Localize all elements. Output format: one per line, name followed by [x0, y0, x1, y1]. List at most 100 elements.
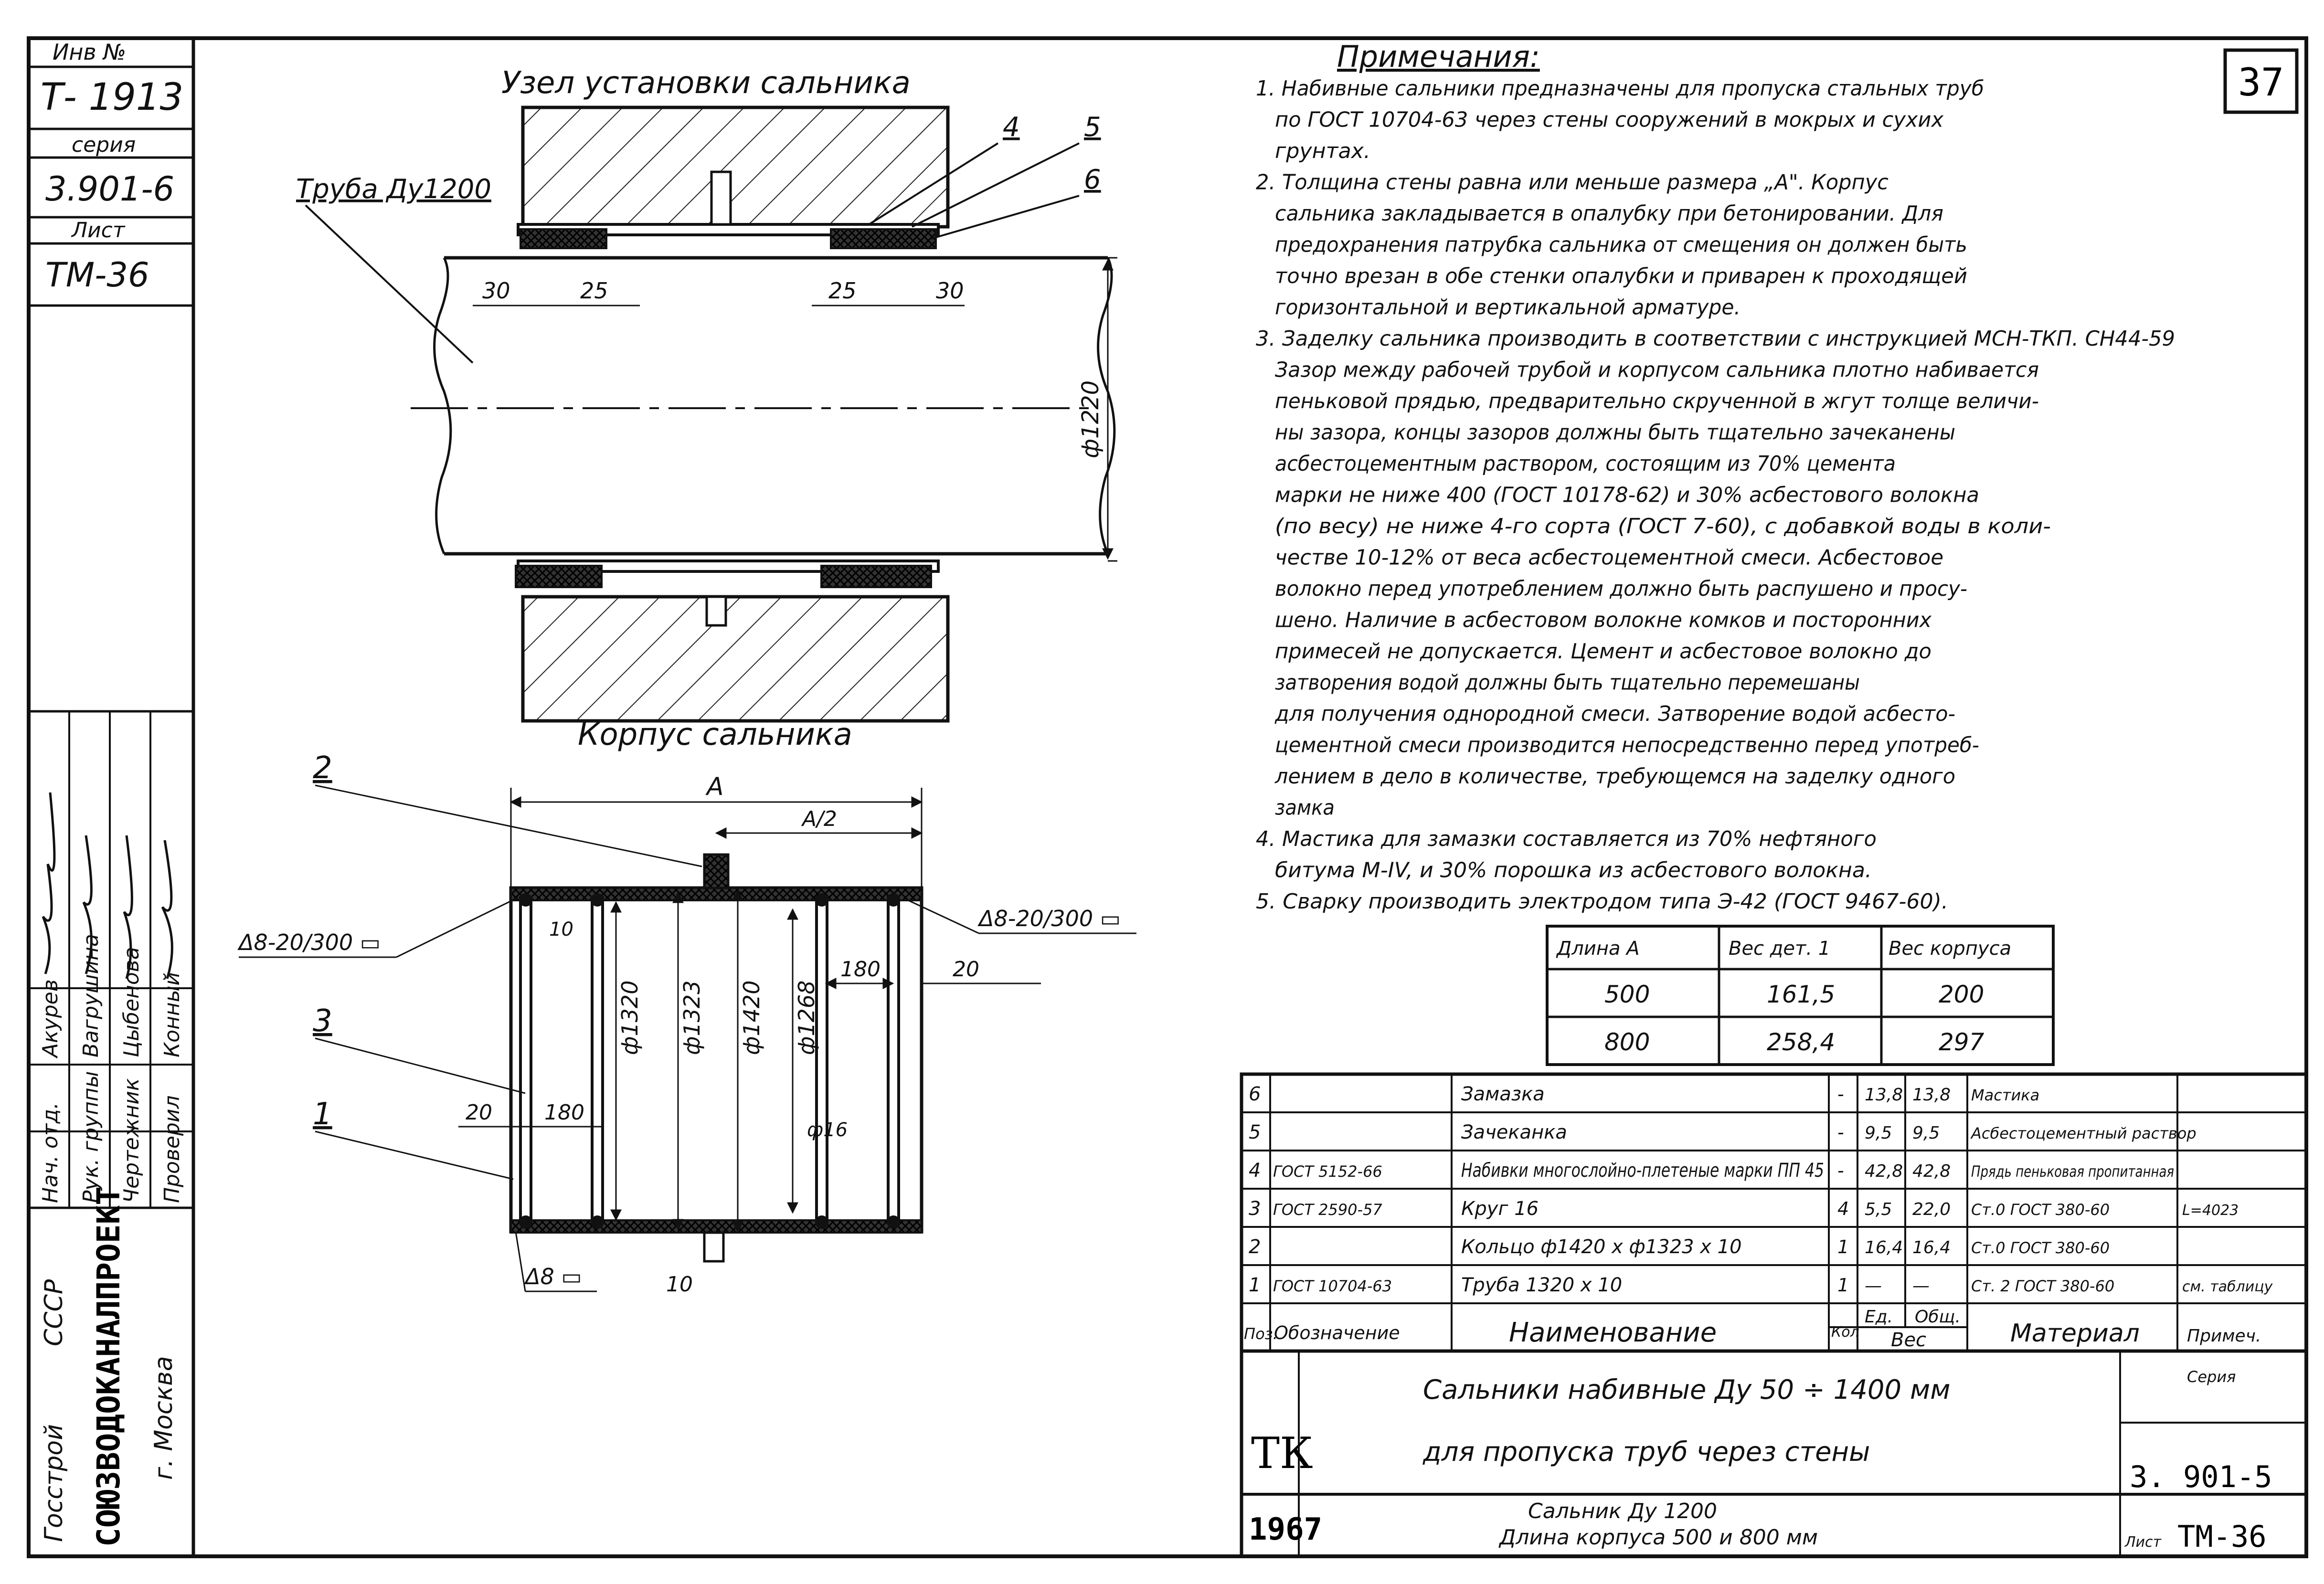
- weights-r1-part: 161,5: [1767, 981, 1835, 1008]
- sheet-value: ТМ-36: [45, 255, 149, 295]
- org-2: СССР: [40, 1279, 68, 1346]
- spec-cell-qty: 1: [1837, 1236, 1849, 1257]
- note-line: ны зазора, концы зазоров должны быть тща…: [1275, 421, 1955, 445]
- dim-a-half: А/2: [801, 807, 837, 831]
- tb-series-label: Серия: [2187, 1368, 2236, 1386]
- tb-sheet-label: Лист: [2124, 1534, 2162, 1551]
- callout-1: 1: [313, 1097, 332, 1132]
- spec-header-weight: Вес: [1891, 1329, 1926, 1351]
- dim-180-left: 180: [544, 1100, 584, 1125]
- dim-20-right: 20: [953, 957, 979, 982]
- tb-code: ТК: [1251, 1428, 1313, 1478]
- spec-cell-total: 16,4: [1912, 1238, 1951, 1257]
- weights-r2-part: 258,4: [1767, 1028, 1835, 1056]
- note-line: грунтах.: [1275, 139, 1370, 163]
- spec-cell-unit: 13,8: [1865, 1085, 1903, 1105]
- page-number-box: [2223, 48, 2299, 114]
- note-line: 4. Мастика для замазки составляется из 7…: [1256, 827, 1877, 851]
- spec-cell-name: Набивки многослойно-плетеные марки ПП 45: [1461, 1160, 1824, 1182]
- org-1: Госстрой: [40, 1424, 68, 1542]
- spec-header-unit: Ед.: [1865, 1307, 1893, 1327]
- spec-cell-note: см. таблицу: [2182, 1278, 2273, 1295]
- bottom-drawing-title: Корпус сальника: [578, 717, 852, 752]
- note-line: 2. Толщина стены равна или меньше размер…: [1256, 170, 1889, 195]
- spec-cell-material: Ст.0 ГОСТ 380-60: [1971, 1201, 2110, 1219]
- note-line: шено. Наличие в асбестовом волокне комко…: [1275, 608, 1932, 633]
- signer-role-2: Рук. группы: [79, 1071, 103, 1203]
- weld-left: Δ8-20/300 ▭: [237, 929, 381, 955]
- weights-r2-length: 800: [1604, 1028, 1650, 1056]
- callout-5: 5: [1084, 112, 1101, 143]
- dim-d16: ф16: [807, 1119, 848, 1141]
- dim-20-left: 20: [466, 1100, 492, 1125]
- weights-table: Длина А Вес дет. 1 Вес корпуса 500 161,5…: [1546, 925, 2055, 1066]
- series-value: 3.901-6: [45, 169, 174, 209]
- spec-cell-total: 22,0: [1912, 1200, 1951, 1219]
- notes-title: Примечания:: [1337, 39, 1540, 74]
- note-line: пеньковой прядью, предварительно скручен…: [1275, 389, 2039, 413]
- tb-title-1: Сальники набивные Ду 50 ÷ 1400 мм: [1423, 1374, 1950, 1405]
- signatures: [42, 792, 173, 979]
- spec-cell-total: 13,8: [1912, 1085, 1951, 1105]
- dim-d1268: ф1268: [794, 981, 819, 1055]
- signer-name-3: Цыбенова: [119, 947, 144, 1057]
- org-3: СОЮЗВОДОКАНАЛПРОЕКТ: [90, 1186, 127, 1547]
- spec-cell-total: 42,8: [1912, 1162, 1951, 1181]
- wall-top: [521, 106, 950, 229]
- series-label: серия: [72, 133, 136, 157]
- spec-cell-name: Труба 1320 х 10: [1461, 1274, 1622, 1296]
- dim-d1420: ф1420: [739, 981, 764, 1055]
- spec-cell-material: Асбестоцементный раствор: [1970, 1124, 2197, 1142]
- note-line: лением в дело в количестве, требующемся …: [1274, 764, 1955, 789]
- spec-header-qty: Кол: [1831, 1324, 1859, 1341]
- sheet-label: Лист: [71, 218, 126, 243]
- spec-cell-material: Мастика: [1971, 1086, 2039, 1104]
- dim-10-top: 10: [549, 919, 573, 940]
- pipe-break-left: [433, 257, 452, 554]
- tb-title-2: для пропуска труб через стены: [1422, 1436, 1870, 1468]
- tb-sub-2: Длина корпуса 500 и 800 мм: [1498, 1525, 1818, 1550]
- dim-d1323: ф1323: [679, 981, 705, 1055]
- weights-r1-body: 200: [1939, 981, 1984, 1008]
- tb-sub-1: Сальник Ду 1200: [1528, 1499, 1717, 1523]
- tb-sheet-value: ТМ-36: [2177, 1519, 2267, 1554]
- spec-cell-material: Ст. 2 ГОСТ 380-60: [1971, 1277, 2114, 1295]
- spec-cell-qty: -: [1837, 1084, 1844, 1105]
- spec-cell-qty: 4: [1837, 1198, 1849, 1219]
- dim-25-right: 25: [828, 278, 857, 304]
- spec-cell-total: —: [1912, 1276, 1930, 1296]
- note-line: асбестоцементным раствором, состоящим из…: [1275, 452, 1896, 476]
- signer-role-3: Чертежник: [119, 1078, 144, 1203]
- note-line: (по весу) не ниже 4-го сорта (ГОСТ 7-60)…: [1275, 514, 2051, 539]
- spec-header-total: Общ.: [1915, 1307, 1961, 1327]
- spec-cell-pos: 3: [1249, 1198, 1261, 1220]
- signer-name-4: Конный: [160, 972, 184, 1057]
- note-line: волокно перед употреблением должно быть …: [1275, 577, 1967, 601]
- note-line: для получения однородной смеси. Затворен…: [1274, 702, 1955, 726]
- inv-number: Т- 1913: [41, 76, 183, 119]
- note-line: примесей не допускается. Цемент и асбест…: [1275, 639, 1931, 664]
- dim-a: А: [705, 772, 724, 801]
- tb-series-value: 3. 901-5: [2130, 1459, 2272, 1494]
- spec-cell-qty: 1: [1837, 1275, 1849, 1296]
- note-line: сальника закладывается в опалубку при бе…: [1275, 201, 1943, 226]
- spec-cell-unit: —: [1865, 1276, 1882, 1296]
- spec-cell-doc: ГОСТ 5152-66: [1273, 1162, 1382, 1181]
- spec-header-name: Наименование: [1509, 1317, 1717, 1348]
- note-line: честве 10-12% от веса асбестоцементной с…: [1275, 546, 1943, 570]
- weld-bottom: Δ8 ▭: [524, 1264, 582, 1289]
- note-line: предохранения патрубка сальника от смеще…: [1275, 233, 1967, 257]
- top-drawing-title: Узел установки сальника: [501, 65, 911, 101]
- dim-d1320: ф1320: [617, 981, 643, 1055]
- callout-6: 6: [1084, 164, 1101, 195]
- note-line: 1. Набивные сальники предназначены для п…: [1256, 76, 1984, 101]
- spec-cell-pos: 6: [1249, 1083, 1261, 1105]
- weights-header-body: Вес корпуса: [1889, 938, 2011, 960]
- spec-header-material: Материал: [2010, 1319, 2140, 1348]
- spec-cell-name: Зачеканка: [1461, 1121, 1567, 1143]
- notes-block: Примечания: 1. Набивные сальники предназ…: [1256, 39, 2175, 914]
